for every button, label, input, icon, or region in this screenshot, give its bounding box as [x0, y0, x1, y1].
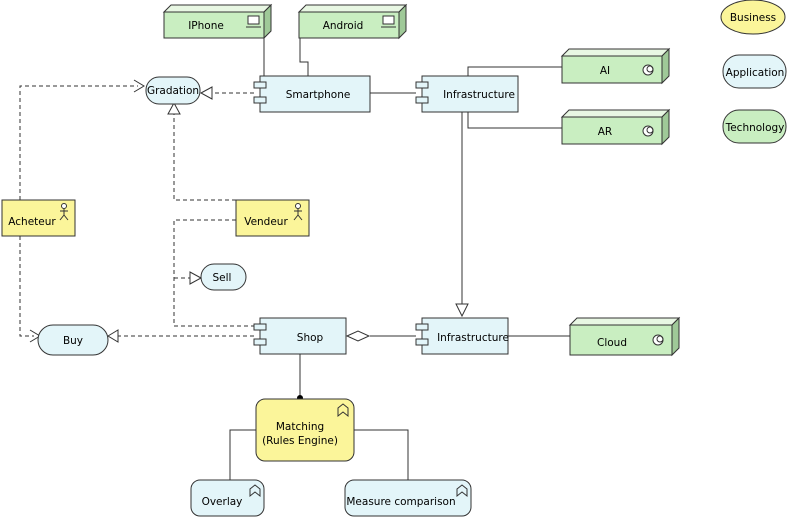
matching-label-line1: Matching [276, 421, 324, 433]
node-android[interactable]: Android [297, 3, 408, 40]
specialization-arrow [455, 303, 469, 318]
android-label: Android [323, 20, 364, 32]
sell-label: Sell [213, 272, 232, 284]
node-iphone[interactable]: IPhone [162, 3, 273, 40]
vendeur-gradation-link [173, 114, 236, 201]
legend-technology-label: Technology [725, 122, 785, 134]
matching-label-line2: (Rules Engine) [262, 435, 338, 447]
infra-ai-link [467, 66, 562, 76]
function-measure-comparison[interactable]: Measure comparison [344, 479, 472, 517]
function-overlay[interactable]: Overlay [190, 479, 265, 517]
node-ai[interactable]: AI [560, 47, 671, 85]
system-software-icon [642, 64, 654, 76]
function-icon [249, 484, 261, 498]
ai-label: AI [600, 65, 610, 77]
device-icon [381, 15, 396, 28]
component-icon-tab [253, 96, 267, 104]
overlay-label: Overlay [202, 496, 243, 508]
legend: Business Application Technology [720, 0, 787, 144]
actor-acheteur[interactable]: Acheteur [1, 199, 76, 237]
shop-label: Shop [297, 332, 324, 344]
system-software-icon [642, 125, 654, 137]
android-smartphone-link [299, 38, 309, 76]
function-icon [456, 484, 468, 498]
component-icon-tab [253, 81, 267, 89]
legend-application: Application [722, 54, 787, 89]
component-infrastructure-bottom[interactable]: Infrastructure [415, 317, 509, 355]
legend-business-label: Business [730, 12, 776, 24]
matching-measure-link [354, 429, 409, 480]
actor-vendeur[interactable]: Vendeur [235, 199, 310, 237]
acheteur-gradation-link [19, 85, 138, 200]
acheteur-buy-link [19, 236, 34, 337]
system-software-icon [652, 334, 664, 346]
ar-label: AR [598, 126, 612, 138]
acheteur-label: Acheteur [8, 216, 56, 228]
actor-icon [293, 203, 303, 221]
smartphone-label: Smartphone [286, 89, 351, 101]
component-icon-tab [253, 323, 267, 331]
gradation-arrow-up [167, 101, 181, 115]
measure-label: Measure comparison [346, 496, 455, 508]
component-icon-tab [415, 338, 429, 346]
component-shop[interactable]: Shop [253, 317, 347, 355]
actor-icon [59, 203, 69, 221]
legend-application-label: Application [726, 67, 785, 79]
matching-overlay-link [229, 429, 256, 480]
component-infrastructure-top[interactable]: Infrastructure [415, 75, 519, 113]
component-icon-tab [415, 96, 429, 104]
infrastructure-top-label: Infrastructure [443, 89, 515, 101]
vendeur-sell-link [173, 219, 254, 327]
vendeur-label: Vendeur [244, 216, 288, 228]
gradation-label: Gradation [147, 85, 199, 97]
buy-arrow-right [107, 329, 119, 343]
sell-arrow [189, 271, 203, 285]
node-cloud[interactable]: Cloud [568, 316, 681, 357]
node-ar[interactable]: AR [560, 108, 671, 146]
function-icon [337, 403, 349, 418]
infra-ar-link [467, 112, 562, 129]
process-matching[interactable]: Matching (Rules Engine) [255, 398, 355, 462]
legend-technology: Technology [722, 109, 787, 144]
component-icon-tab [415, 81, 429, 89]
gradation-open-arrow-left [133, 79, 145, 93]
legend-business: Business [720, 0, 786, 35]
component-icon-tab [253, 338, 267, 346]
iphone-label: IPhone [188, 20, 224, 32]
component-smartphone[interactable]: Smartphone [253, 75, 371, 113]
aggregation-diamond-bottom [345, 330, 371, 342]
service-buy[interactable]: Buy [37, 324, 109, 356]
device-icon [246, 15, 261, 28]
buy-label: Buy [63, 335, 83, 347]
infrastructure-bottom-label: Infrastructure [437, 332, 509, 344]
cloud-label: Cloud [597, 337, 627, 349]
gradation-arrow-right [199, 86, 213, 100]
service-sell[interactable]: Sell [200, 263, 247, 291]
component-icon-tab [415, 323, 429, 331]
service-gradation[interactable]: Gradation [145, 76, 201, 105]
